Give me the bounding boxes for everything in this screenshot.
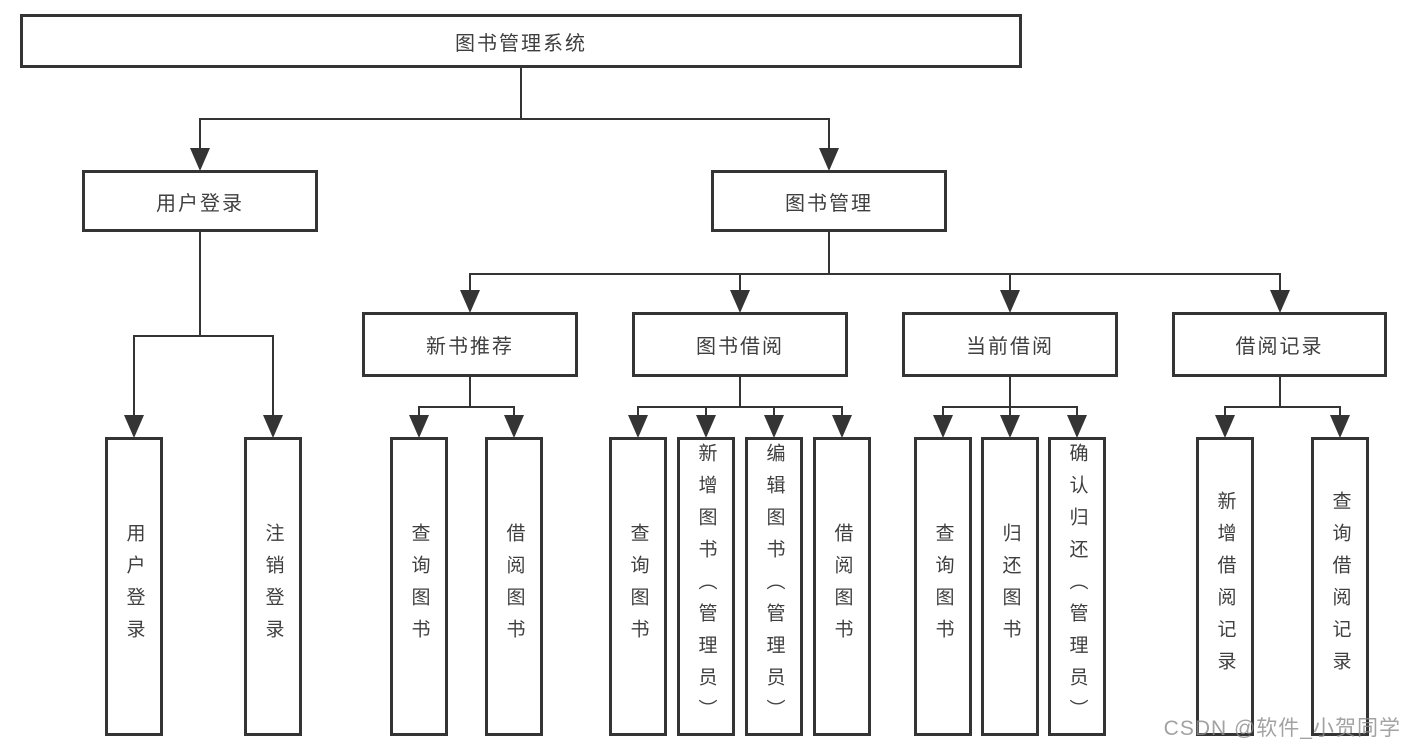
connector-vline bbox=[469, 376, 471, 408]
node-leaf-logout: 注销登录 bbox=[244, 437, 302, 736]
connector-vline bbox=[520, 67, 522, 120]
node-label-current-borrowing: 当前借阅 bbox=[966, 336, 1054, 358]
node-label-leaf-cb-return-books: 归还图书 bbox=[999, 522, 1021, 651]
connector-vline bbox=[1009, 273, 1011, 300]
node-library-system: 图书管理系统 bbox=[20, 14, 1022, 68]
node-label-leaf-cb-query-books: 查询图书 bbox=[932, 522, 954, 651]
node-label-new-book-recommendation: 新书推荐 bbox=[426, 336, 514, 358]
arrow-down-icon bbox=[696, 415, 716, 438]
node-label-leaf-bb-add-books: 新增图书（管理员） bbox=[695, 442, 717, 731]
node-book-management: 图书管理 bbox=[711, 170, 947, 232]
connector-vline bbox=[272, 335, 274, 425]
arrow-down-icon bbox=[190, 148, 210, 171]
arrow-down-icon bbox=[460, 290, 480, 313]
connector-hline bbox=[199, 118, 830, 120]
node-label-user-login: 用户登录 bbox=[156, 192, 244, 215]
connector-vline bbox=[1278, 273, 1281, 300]
node-book-borrowing: 图书借阅 bbox=[632, 312, 848, 377]
connector-hline bbox=[637, 406, 843, 408]
arrow-down-icon bbox=[832, 415, 852, 438]
node-label-leaf-nb-query-books: 查询图书 bbox=[408, 522, 430, 651]
csdn-watermark: CSDN @软件_小贺同学 bbox=[1163, 717, 1401, 740]
node-label-leaf-bb-borrow-books: 借阅图书 bbox=[831, 522, 853, 651]
connector-vline bbox=[828, 231, 830, 275]
node-leaf-cb-query-books: 查询图书 bbox=[914, 437, 972, 736]
node-leaf-nb-borrow-books: 借阅图书 bbox=[485, 437, 543, 736]
node-label-book-management: 图书管理 bbox=[785, 192, 873, 215]
arrow-down-icon bbox=[1000, 415, 1020, 438]
connector-vline bbox=[739, 376, 741, 408]
connector-hline bbox=[1224, 406, 1341, 408]
arrow-down-icon bbox=[933, 415, 953, 438]
arrow-down-icon bbox=[764, 415, 784, 438]
node-leaf-bb-add-books: 新增图书（管理员） bbox=[677, 437, 735, 736]
node-new-book-recommendation: 新书推荐 bbox=[362, 312, 578, 377]
connector-vline bbox=[1009, 376, 1011, 408]
arrow-down-icon bbox=[1000, 290, 1020, 313]
arrow-down-icon bbox=[819, 148, 839, 171]
node-label-borrowing-records: 借阅记录 bbox=[1235, 336, 1324, 358]
node-label-leaf-br-add-record: 新增借阅记录 bbox=[1214, 490, 1236, 683]
node-leaf-nb-query-books: 查询图书 bbox=[390, 437, 448, 736]
connector-hline bbox=[418, 406, 515, 408]
node-label-leaf-cb-confirm-return: 确认归还（管理员） bbox=[1066, 442, 1088, 731]
arrow-down-icon bbox=[1269, 290, 1290, 313]
connector-vline bbox=[199, 118, 201, 158]
node-leaf-bb-query-books: 查询图书 bbox=[609, 437, 667, 736]
node-label-leaf-bb-edit-books: 编辑图书（管理员） bbox=[763, 442, 785, 731]
node-label-leaf-user-login: 用户登录 bbox=[123, 522, 145, 651]
connector-hline bbox=[469, 273, 1281, 275]
arrow-down-icon bbox=[1067, 415, 1087, 438]
node-label-book-borrowing: 图书借阅 bbox=[696, 336, 784, 358]
node-leaf-cb-confirm-return: 确认归还（管理员） bbox=[1048, 437, 1106, 736]
connector-vline bbox=[739, 273, 741, 300]
node-leaf-bb-borrow-books: 借阅图书 bbox=[813, 437, 871, 736]
node-leaf-br-add-record: 新增借阅记录 bbox=[1196, 437, 1254, 736]
node-label-leaf-nb-borrow-books: 借阅图书 bbox=[503, 522, 525, 651]
node-leaf-user-login: 用户登录 bbox=[105, 437, 163, 736]
node-label-leaf-logout: 注销登录 bbox=[262, 522, 284, 651]
arrow-down-icon bbox=[409, 415, 429, 438]
node-label-library-system: 图书管理系统 bbox=[455, 32, 587, 55]
connector-vline bbox=[828, 118, 830, 158]
node-current-borrowing: 当前借阅 bbox=[902, 312, 1118, 377]
arrow-down-icon bbox=[1330, 415, 1350, 438]
node-leaf-br-query-record: 查询借阅记录 bbox=[1311, 437, 1369, 736]
connector-vline bbox=[469, 273, 471, 300]
connector-hline bbox=[133, 335, 274, 337]
arrow-down-icon bbox=[263, 415, 283, 438]
arrow-down-icon bbox=[124, 415, 144, 438]
connector-vline bbox=[133, 335, 135, 425]
node-leaf-bb-edit-books: 编辑图书（管理员） bbox=[745, 437, 803, 736]
node-leaf-cb-return-books: 归还图书 bbox=[981, 437, 1039, 736]
node-label-leaf-bb-query-books: 查询图书 bbox=[627, 522, 649, 651]
node-borrowing-records: 借阅记录 bbox=[1172, 312, 1387, 377]
node-label-leaf-br-query-record: 查询借阅记录 bbox=[1329, 490, 1351, 683]
node-user-login: 用户登录 bbox=[82, 170, 318, 232]
connector-vline bbox=[1278, 376, 1281, 408]
arrow-down-icon bbox=[1215, 415, 1235, 438]
arrow-down-icon bbox=[730, 290, 750, 313]
arrow-down-icon bbox=[628, 415, 648, 438]
arrow-down-icon bbox=[504, 415, 524, 438]
connector-vline bbox=[199, 231, 201, 337]
